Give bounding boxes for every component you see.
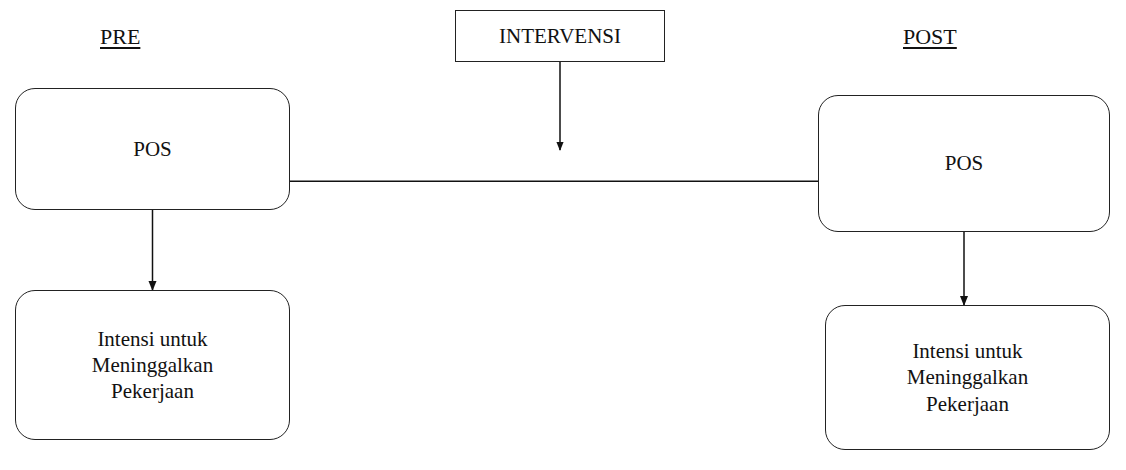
intention-box: Intensi untuk Meninggalkan Pekerjaan [825,305,1110,450]
intention-box: Intensi untuk Meninggalkan Pekerjaan [15,290,290,440]
node-text: POS [133,136,172,162]
node-text: INTERVENSI [499,23,621,49]
intervention-box: INTERVENSI [455,10,665,62]
pos-box: POS [15,88,290,210]
connector [963,232,965,305]
phase-label: PRE [100,24,140,50]
connector [290,181,818,183]
node-text: Intensi untuk Meninggalkan Pekerjaan [888,338,1048,417]
connector [152,210,154,290]
node-text: POS [945,150,984,176]
node-text: Intensi untuk Meninggalkan Pekerjaan [73,326,233,405]
phase-label: POST [903,24,957,50]
pos-box: POS [818,95,1110,232]
intervention-arrow [559,62,561,150]
